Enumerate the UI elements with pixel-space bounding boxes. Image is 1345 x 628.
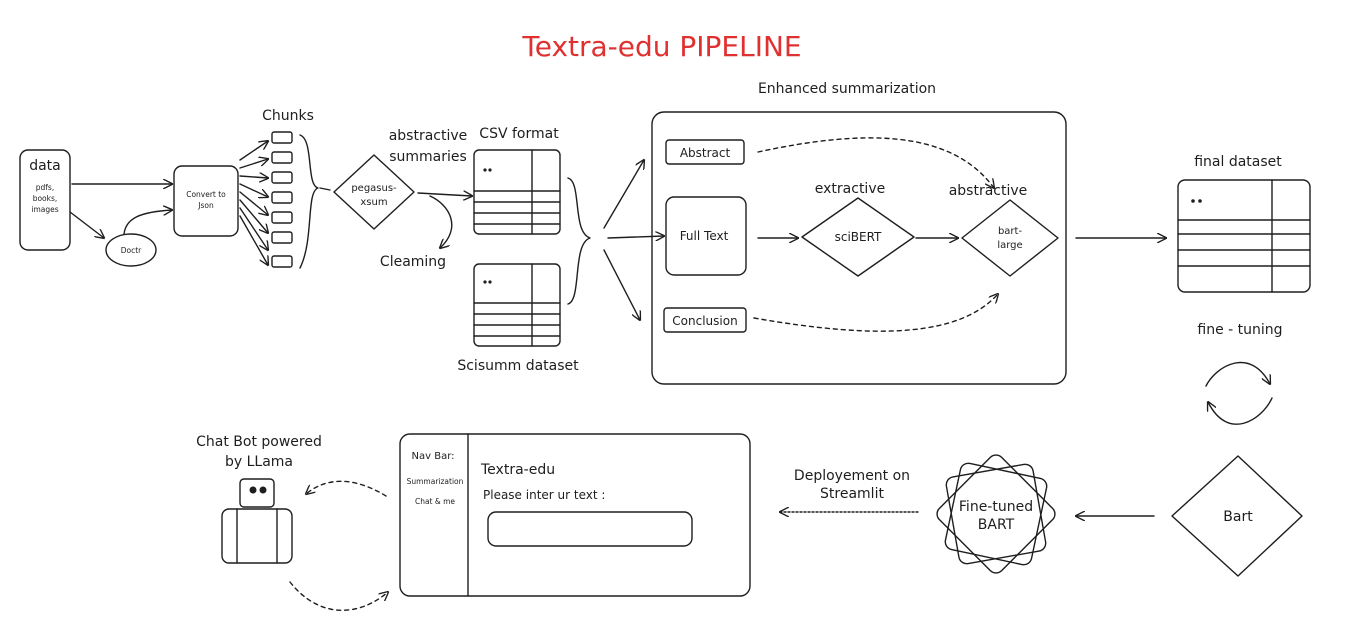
conclusion-label: Conclusion <box>672 314 737 328</box>
streamlit-app-mockup: Nav Bar: Summarization Chat & me Textra-… <box>399 433 751 597</box>
convert-label-2: Json <box>197 201 214 210</box>
chunk-block <box>271 211 293 224</box>
fine-tuning-cycle-icon <box>1205 361 1273 425</box>
scibert-label: sciBERT <box>835 230 882 244</box>
nav-item-summarization[interactable]: Summarization <box>407 477 464 486</box>
abstract-label: Abstract <box>680 146 731 160</box>
data-sub-books: books, <box>33 194 58 203</box>
data-label: data <box>29 158 61 174</box>
deploy-label-2: Streamlit <box>820 486 884 502</box>
bart-large-label-1: bart- <box>998 226 1023 237</box>
chunks-group <box>239 131 319 269</box>
enhanced-summarization-container <box>651 111 1067 385</box>
text-input-field[interactable] <box>487 511 693 547</box>
brace-to-pegasus <box>319 187 331 191</box>
robot-icon <box>221 478 293 564</box>
deploy-label-1: Deployement on <box>794 468 910 484</box>
arrow-to-fulltext <box>607 236 664 238</box>
arrow-pegasus-to-csv <box>417 193 472 196</box>
bart-node: Bart <box>1171 455 1303 577</box>
nav-bar-title: Nav Bar: <box>412 451 455 462</box>
final-dataset-table-icon <box>1177 179 1311 293</box>
doctr-node: Doctr <box>105 233 157 267</box>
arrow-conclusion-to-bart-large <box>753 294 998 332</box>
merge-brace <box>567 177 591 305</box>
text-prompt-label: Please inter ur text : <box>483 488 605 502</box>
chunk-block <box>271 131 293 144</box>
finetuned-label-2: BART <box>978 517 1015 533</box>
chunk-block <box>271 255 293 268</box>
arrow-app-to-chatbot <box>306 480 387 497</box>
finetuned-label-1: Fine-tuned <box>959 499 1033 515</box>
bart-large-node: bart- large <box>961 199 1059 277</box>
arrow-chatbot-to-app <box>289 581 388 611</box>
scibert-node: sciBERT <box>801 197 915 277</box>
chunks-label: Chunks <box>262 108 314 124</box>
data-sub-images: images <box>31 205 58 214</box>
arrow-data-to-doctr <box>69 211 104 238</box>
abstract-node: Abstract <box>665 139 745 165</box>
app-title: Textra-edu <box>480 462 555 478</box>
convert-json-node: Convert to Json <box>173 165 239 237</box>
arrow-to-conclusion <box>603 249 640 320</box>
bart-label: Bart <box>1223 509 1253 525</box>
chunk-block <box>271 171 293 184</box>
abstractive-summaries-label-1: abstractive <box>389 128 468 144</box>
chunk-block <box>271 191 293 204</box>
diagram-title: Textra-edu PIPELINE <box>521 30 801 63</box>
arrow-abstract-to-bart-large <box>757 137 994 188</box>
fulltext-node: Full Text <box>665 196 747 276</box>
doctr-label: Doctr <box>121 246 142 255</box>
scisumm-table-icon <box>473 263 561 347</box>
convert-label-1: Convert to <box>186 190 226 199</box>
finetuned-bart-node: Fine-tuned BART <box>936 454 1056 574</box>
chatbot-label-1: Chat Bot powered <box>196 434 322 450</box>
arrow-to-cleaning <box>429 195 453 248</box>
bart-large-label-2: large <box>997 240 1022 251</box>
app-frame <box>399 433 751 597</box>
csv-table-icon <box>473 149 561 235</box>
fulltext-label: Full Text <box>680 229 729 243</box>
csv-format-label: CSV format <box>479 126 559 142</box>
data-source-node: data pdfs, books, images <box>19 149 71 251</box>
arrow-to-abstract <box>603 160 644 229</box>
fine-tuning-label: fine - tuning <box>1197 322 1282 338</box>
scisumm-label: Scisumm dataset <box>457 358 579 374</box>
conclusion-node: Conclusion <box>663 307 747 333</box>
pegasus-label-2: xsum <box>360 197 387 208</box>
data-sub-pdfs: pdfs, <box>36 183 54 192</box>
final-dataset-label: final dataset <box>1194 154 1282 170</box>
abstractive-label: abstractive <box>949 183 1028 199</box>
enhanced-summarization-label: Enhanced summarization <box>758 81 936 97</box>
cleaning-label: Cleaming <box>380 254 446 270</box>
extractive-label: extractive <box>815 181 885 197</box>
nav-item-chat[interactable]: Chat & me <box>415 497 455 506</box>
abstractive-summaries-label-2: summaries <box>389 149 467 165</box>
pegasus-xsum-node: pegasus- xsum <box>333 154 415 230</box>
arrow-doctr-to-convert <box>123 210 172 235</box>
chunk-block <box>271 231 293 244</box>
chunk-block <box>271 151 293 164</box>
chatbot-label-2: by LLama <box>225 454 293 470</box>
pegasus-label-1: pegasus- <box>351 183 397 194</box>
